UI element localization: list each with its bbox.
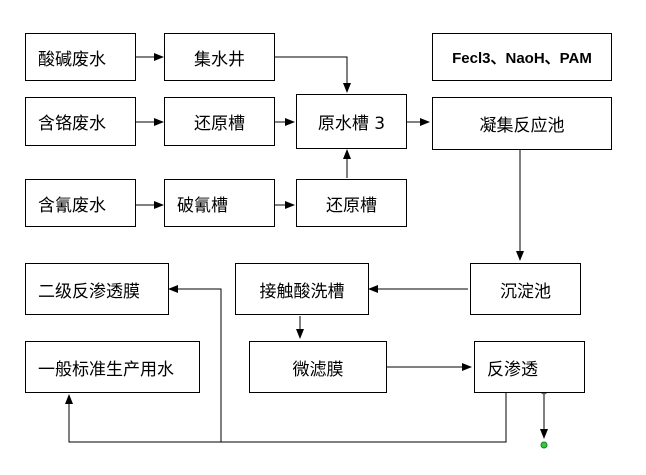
node-coagulation-tank: 凝集反应池 <box>432 97 612 150</box>
outlet-node-bottom <box>540 441 548 449</box>
node-collection-well: 集水井 <box>164 33 275 81</box>
node-microfiltration: 微滤膜 <box>249 341 387 393</box>
arrow-ro-to-production <box>65 393 507 443</box>
node-reduction-tank-1: 还原槽 <box>164 97 275 146</box>
node-acid-base-wastewater: 酸碱废水 <box>25 33 136 81</box>
node-reduction-tank-2: 还原槽 <box>296 179 407 227</box>
node-cyanide-wastewater: 含氰废水 <box>25 179 136 227</box>
node-chemicals: Fecl3、NaoH、PAM <box>432 33 612 81</box>
arrow-branch-to-secondary-ro <box>168 285 222 442</box>
node-reverse-osmosis: 反渗透 <box>474 341 585 393</box>
node-contact-acid-wash-tank: 接触酸洗槽 <box>235 263 369 315</box>
node-secondary-ro: 二级反渗透膜 <box>25 263 169 315</box>
node-chromium-wastewater: 含铬废水 <box>25 97 136 146</box>
node-cyanide-breaking-tank: 破氰槽 <box>164 179 275 227</box>
node-production-water: 一般标准生产用水 <box>25 341 200 393</box>
node-raw-water-tank: 原水槽 3 <box>296 94 407 149</box>
arrow-well-to-raw <box>275 56 351 93</box>
node-sedimentation-tank: 沉淀池 <box>470 263 581 315</box>
